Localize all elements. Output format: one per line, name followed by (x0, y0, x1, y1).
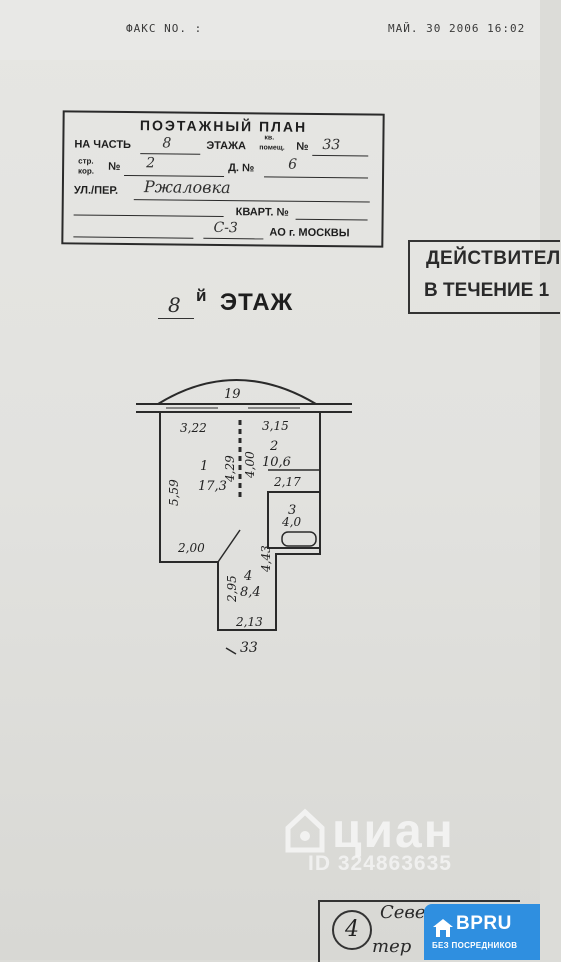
room2-depth: 4,00 (243, 451, 257, 479)
room4-side: 4,43 (259, 545, 273, 573)
balcony-outline (157, 379, 317, 405)
room2-area: 10,6 (262, 455, 291, 470)
floor-plan-drawing: 19 3,22 3,15 1 17,3 5,59 4,29 2 10,6 4,0… (136, 379, 352, 656)
room1-number: 1 (200, 459, 208, 474)
corridor-wall (217, 529, 241, 563)
room3-area: 4,0 (281, 515, 301, 529)
dim-bottom-left: 2,00 (177, 541, 205, 555)
cian-brand-text: циан (332, 805, 455, 858)
room3-number: 3 (288, 503, 296, 518)
validity-stamp: ДЕЙСТВИТЕЛ В ТЕЧЕНИЕ 1 (408, 240, 560, 314)
floor-suffix: й (196, 286, 207, 305)
fax-header: ФАКС NO. : МАЙ. 30 2006 16:02 (0, 0, 540, 60)
fax-timestamp: МАЙ. 30 2006 16:02 (388, 22, 526, 35)
bpru-badge[interactable]: BPRU БЕЗ ПОСРЕДНИКОВ (424, 904, 540, 960)
room4-height: 2,95 (225, 575, 239, 603)
validity-line-1: ДЕЙСТВИТЕЛ (426, 248, 561, 269)
bathroom-outline (267, 491, 321, 549)
floor-number-underline (158, 318, 194, 319)
apartment-outline (159, 412, 321, 631)
bpru-subtitle: БЕЗ ПОСРЕДНИКОВ (432, 941, 518, 950)
cian-logo-icon (285, 808, 325, 853)
floor-number: 8 (168, 293, 181, 317)
bpru-title: BPRU (456, 913, 512, 934)
floor-heading: ЭТАЖ (220, 289, 294, 316)
listing-id: ID 324863635 (308, 852, 452, 875)
room2-number: 2 (269, 439, 278, 454)
dim-top-right: 3,15 (262, 419, 289, 433)
apartment-arrow (225, 647, 237, 655)
room4-number: 4 (243, 569, 252, 584)
bottom-stamp-line2: тер (372, 936, 412, 957)
apartment-number: 33 (240, 640, 258, 656)
room1-height: 5,59 (167, 479, 181, 506)
room1-area: 17,3 (198, 479, 227, 494)
room1-width: 4,29 (223, 455, 237, 483)
bathtub-outline (281, 531, 317, 547)
balcony-dim: 19 (224, 387, 241, 402)
house-icon (433, 919, 453, 937)
room4-area: 8,4 (240, 585, 261, 600)
dim-bottom: 2,13 (235, 615, 263, 629)
dim-mid: 2,17 (273, 475, 301, 489)
fax-number-label: ФАКС NO. : (126, 22, 203, 35)
bottom-stamp-number: 4 (332, 910, 372, 950)
validity-line-2: В ТЕЧЕНИЕ 1 (424, 280, 550, 301)
dim-top-left: 3,22 (180, 421, 207, 435)
